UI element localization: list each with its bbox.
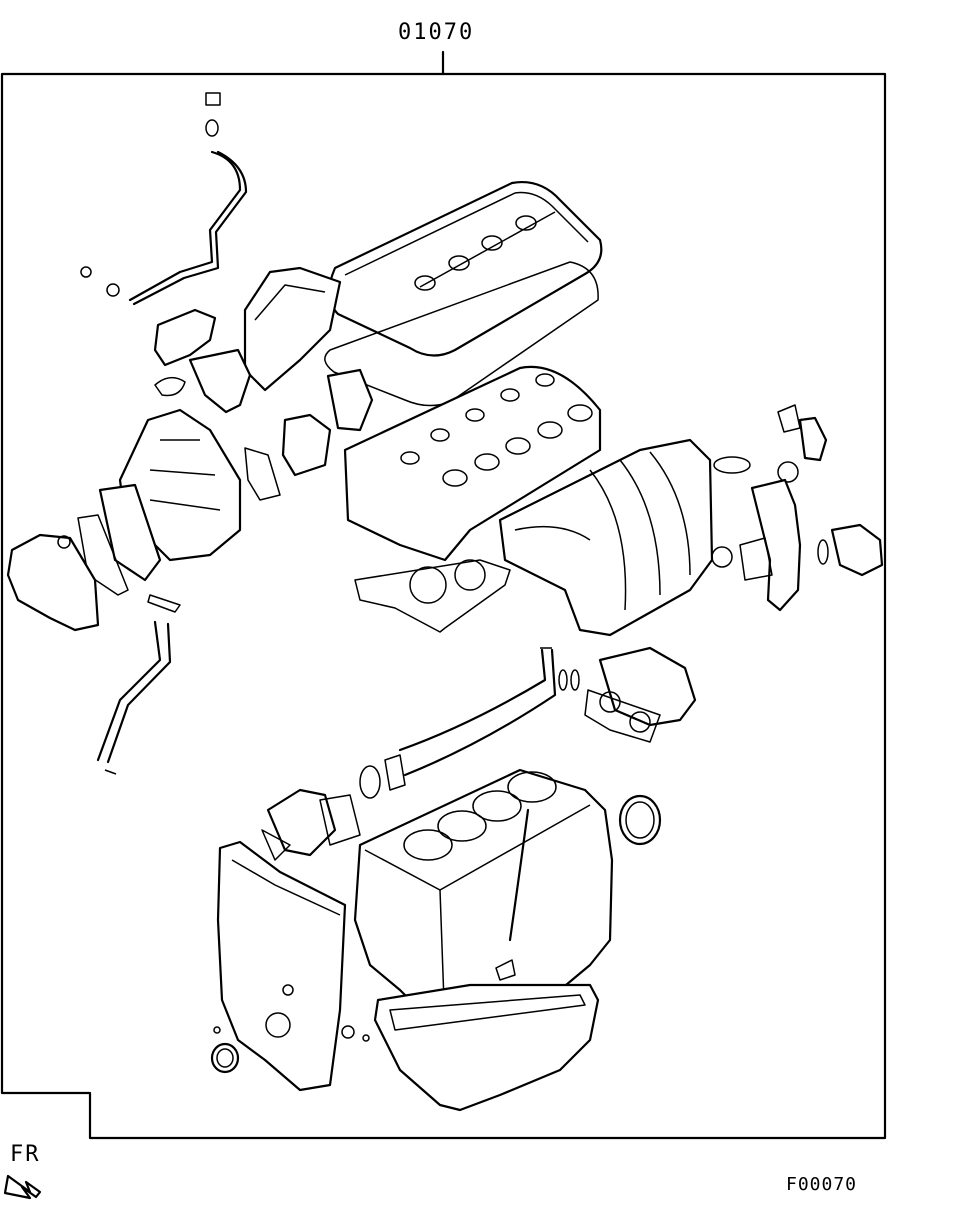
thermostat-housing (711, 404, 884, 612)
cylinder-head-gasket (354, 559, 511, 633)
timing-chain-cover (216, 840, 347, 1092)
cylinder-head (343, 365, 602, 562)
water-pump-housing (6, 533, 100, 632)
pipe-gaskets (359, 754, 406, 799)
dipstick-tube (80, 92, 248, 306)
cylinder-block (353, 768, 614, 1032)
rear-main-seal (618, 794, 662, 846)
water-inlet-housing (584, 646, 697, 743)
intake-manifold (498, 438, 714, 637)
egr-valve (326, 368, 374, 432)
front-direction-arrow-icon (3, 1174, 42, 1200)
exhaust-manifold (98, 408, 242, 582)
oil-sensor-fitting (495, 959, 516, 981)
manifold-cover (243, 266, 342, 392)
front-crank-seal (210, 1026, 240, 1074)
water-pipe (398, 647, 580, 777)
front-direction-label: FR (10, 1142, 41, 1167)
part-number-callout: 01070 (398, 20, 475, 45)
kit-boundary-frame (0, 72, 887, 1140)
figure-code: F00070 (786, 1174, 858, 1195)
water-neck (261, 788, 361, 861)
oil-pan (341, 983, 600, 1112)
oil-pickup-tube (96, 594, 181, 775)
valve-cover (328, 181, 603, 357)
valve-cover-gasket (324, 261, 599, 407)
manifold-gasket-small (244, 447, 281, 501)
throttle-bracket (281, 413, 332, 477)
water-outlet-elbow (153, 308, 252, 414)
